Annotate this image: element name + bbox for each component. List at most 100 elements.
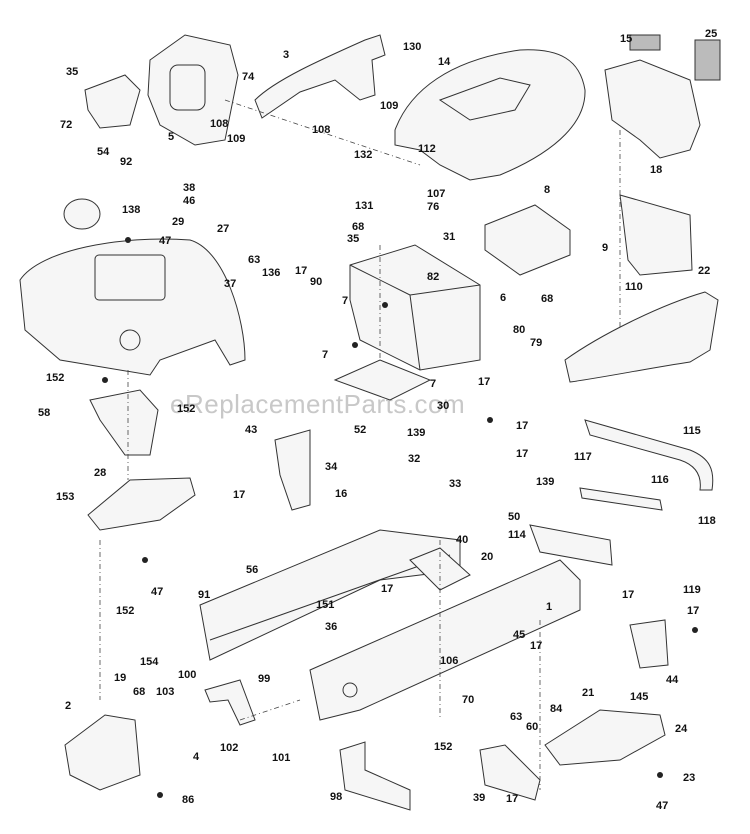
- callout-c12: 108: [312, 124, 330, 136]
- plate-part-8: [484, 204, 571, 276]
- bracket-part-110: [619, 194, 693, 276]
- watermark-text: eReplacementParts.com: [170, 389, 465, 419]
- bar-part-116: [579, 487, 663, 511]
- callout-c99: 2: [65, 700, 71, 712]
- callout-c2: 130: [403, 41, 421, 53]
- bracket-part-44: [629, 619, 669, 669]
- side-panel-part-3: [254, 34, 386, 119]
- callout-c95: 68: [133, 686, 145, 698]
- callout-c6: 35: [66, 66, 78, 78]
- callout-c72: 40: [456, 534, 468, 546]
- bar-part-115: [584, 419, 714, 491]
- callout-c107: 23: [683, 772, 695, 784]
- callout-c103: 102: [220, 742, 238, 754]
- callout-c43: 68: [541, 293, 553, 305]
- callout-c91: 99: [258, 673, 270, 685]
- callout-c68: 153: [56, 491, 74, 503]
- bolt-icon: [142, 557, 148, 563]
- callout-c67: 16: [335, 488, 347, 500]
- footrest-part-24: [544, 709, 666, 766]
- callout-c11: 109: [380, 100, 398, 112]
- callout-c26: 76: [427, 201, 439, 213]
- callout-c102: 24: [675, 723, 688, 735]
- callout-c80: 152: [116, 605, 134, 617]
- callout-c60: 32: [408, 453, 420, 465]
- callout-c52: 30: [437, 400, 449, 412]
- callout-c89: 100: [178, 669, 196, 681]
- callout-c110: 39: [473, 792, 485, 804]
- callout-c8: 72: [60, 119, 72, 131]
- callout-c36: 90: [310, 276, 322, 288]
- console-part-6: [349, 244, 481, 371]
- callout-c14: 54: [97, 146, 110, 158]
- callout-c104: 4: [193, 751, 200, 763]
- callout-c27: 8: [544, 184, 550, 196]
- callout-c106: 101: [272, 752, 290, 764]
- callout-c82: 1: [546, 601, 552, 613]
- callout-c37: 82: [427, 271, 439, 283]
- callout-c31: 9: [602, 242, 608, 254]
- callout-c38: 22: [698, 265, 710, 277]
- hood-part-14: [394, 49, 586, 181]
- screen-part-15: [629, 34, 661, 51]
- callout-c70: 118: [698, 515, 716, 527]
- dash-panel-part-5: [147, 34, 239, 146]
- callout-c4: 15: [620, 33, 632, 45]
- callout-labels: 3 130 14 15 25 35 74 72 108 109 109 108 …: [38, 28, 717, 812]
- callout-c111: 17: [506, 793, 518, 805]
- callout-c46: 7: [322, 349, 328, 361]
- callout-c7: 74: [242, 71, 255, 83]
- callout-c33: 63: [248, 254, 260, 266]
- callout-c87: 17: [530, 640, 542, 652]
- callout-c92: 70: [462, 694, 474, 706]
- callout-c81: 151: [316, 599, 334, 611]
- callout-c75: 20: [481, 551, 493, 563]
- callout-c86: 154: [140, 656, 159, 668]
- callout-c63: 33: [449, 478, 461, 490]
- callout-c49: 17: [478, 376, 490, 388]
- callout-c20: 38: [183, 182, 195, 194]
- bracket-part-43: [274, 429, 311, 511]
- callout-c42: 6: [500, 292, 506, 304]
- callout-c77: 91: [198, 589, 210, 601]
- callout-c64: 139: [536, 476, 554, 488]
- screen-part-25: [694, 39, 721, 81]
- callout-c18: 18: [650, 164, 662, 176]
- bolt-icon: [692, 627, 698, 633]
- callout-c41: 7: [342, 295, 348, 307]
- callout-c73: 114: [508, 529, 527, 541]
- callout-c16: 132: [354, 149, 372, 161]
- callout-c30: 31: [443, 231, 455, 243]
- callout-c53: 43: [245, 424, 257, 436]
- callout-c47: 152: [46, 372, 64, 384]
- callout-c24: 131: [355, 200, 373, 212]
- bolt-icon: [125, 237, 131, 243]
- callout-c83: 36: [325, 621, 337, 633]
- callout-c57: 139: [407, 427, 425, 439]
- bumper-part-22: [564, 291, 719, 383]
- callout-c34: 136: [262, 267, 280, 279]
- callout-c98: 145: [630, 691, 648, 703]
- callout-c29: 35: [347, 233, 359, 245]
- callout-c93: 21: [582, 687, 594, 699]
- callout-c10: 109: [227, 133, 245, 145]
- callout-c65: 116: [651, 474, 669, 486]
- callout-c40: 37: [224, 278, 236, 290]
- callout-c94: 44: [666, 674, 679, 686]
- callout-c55: 17: [516, 420, 528, 432]
- fender-part-37: [19, 238, 246, 376]
- callout-c71: 56: [246, 564, 258, 576]
- grille-part-18: [604, 59, 701, 159]
- callout-c59: 117: [574, 451, 592, 463]
- frame-part-1: [309, 559, 581, 721]
- bolt-icon: [157, 792, 163, 798]
- plate-part-30: [333, 359, 432, 401]
- footrest-part-28: [87, 477, 196, 531]
- callout-c66: 17: [233, 489, 245, 501]
- callout-c5: 25: [705, 28, 717, 40]
- bolt-icon: [487, 417, 493, 423]
- callout-c58: 17: [516, 448, 528, 460]
- callout-c35: 17: [295, 265, 307, 277]
- callout-c1: 3: [283, 49, 289, 61]
